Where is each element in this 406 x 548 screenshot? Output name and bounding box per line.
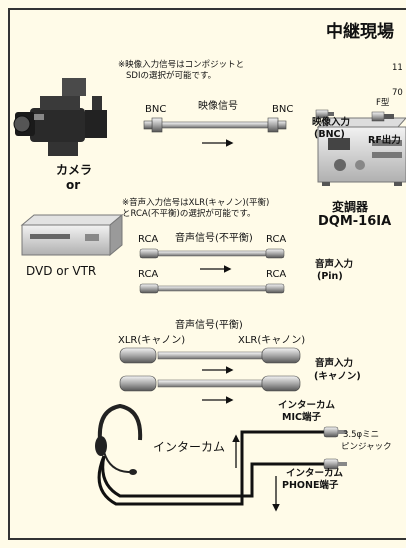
or-label: or — [66, 178, 81, 192]
intercom-cables — [97, 430, 328, 506]
camera-label: カメラ — [56, 163, 93, 177]
rca-cable-1 — [139, 248, 285, 259]
bnc-left-label: BNC — [145, 104, 167, 115]
mini-jack-icon-1 — [323, 426, 347, 438]
bnc-connector-icon — [315, 109, 334, 119]
audio-note-line-2: とRCA(不平衡)の選択が可能です。 — [122, 209, 256, 219]
mini-jack-label-1: 3.5φミニ — [343, 430, 380, 440]
f-type-label: F型 — [376, 98, 390, 108]
xlr-cable-2 — [119, 375, 301, 392]
xlr-left-label: XLR(キャノン) — [118, 335, 186, 346]
modulator-model: DQM-16IA — [318, 214, 392, 229]
video-note-line-2: SDIの選択が可能です。 — [126, 71, 217, 81]
rca-cable-2 — [139, 283, 285, 294]
audio-input-xlr-sub: (キャノン) — [314, 371, 361, 382]
audio-balanced-label: 音声信号(平衡) — [175, 320, 243, 331]
video-input-label: 映像入力 — [312, 117, 351, 128]
modulator-name: 変調器 — [332, 200, 369, 214]
audio-unbalanced-label: 音声信号(不平衡) — [175, 233, 253, 244]
dvd-vtr-label: DVD or VTR — [26, 264, 97, 278]
mini-jack-label-2: ピンジャック — [341, 442, 392, 452]
bnc-cable — [143, 117, 287, 133]
mini-jack-icon-2 — [323, 458, 347, 470]
xlr-right-label: XLR(キャノン) — [238, 335, 306, 346]
bnc-right-label: BNC — [272, 104, 294, 115]
camera-icon — [13, 78, 107, 156]
edge-number-70: 70 — [392, 88, 403, 98]
edge-number-11: 11 — [392, 63, 403, 73]
video-note-line-1: ※映像入力信号はコンポジットと — [118, 60, 245, 70]
rca-left-label-1: RCA — [138, 234, 159, 245]
page-title: 中継現場 — [326, 22, 394, 42]
rf-output-label: RF出力 — [368, 135, 401, 146]
rca-left-label-2: RCA — [138, 269, 159, 280]
audio-input-pin-label: 音声入力 — [315, 259, 354, 270]
video-signal-label: 映像信号 — [198, 101, 238, 112]
audio-input-xlr-label: 音声入力 — [315, 358, 354, 369]
rca-right-label-2: RCA — [266, 269, 287, 280]
audio-input-pin-sub: (Pin) — [317, 271, 343, 282]
audio-note-line-1: ※音声入力信号はXLR(キャノン)(平衡) — [122, 198, 270, 208]
rca-right-label-1: RCA — [266, 234, 287, 245]
phone-port-label: インターカム — [286, 468, 344, 479]
f-connector-icon — [371, 111, 394, 122]
dvd-vtr-icon — [20, 213, 124, 257]
mic-port-sub: MIC端子 — [282, 412, 321, 423]
intercom-label: インターカム — [153, 440, 226, 454]
phone-port-sub: PHONE端子 — [282, 480, 339, 491]
mic-port-label: インターカム — [278, 400, 336, 411]
video-input-bnc-label: (BNC) — [314, 129, 345, 140]
headset-icon — [95, 403, 143, 475]
xlr-cable-1 — [119, 347, 301, 364]
